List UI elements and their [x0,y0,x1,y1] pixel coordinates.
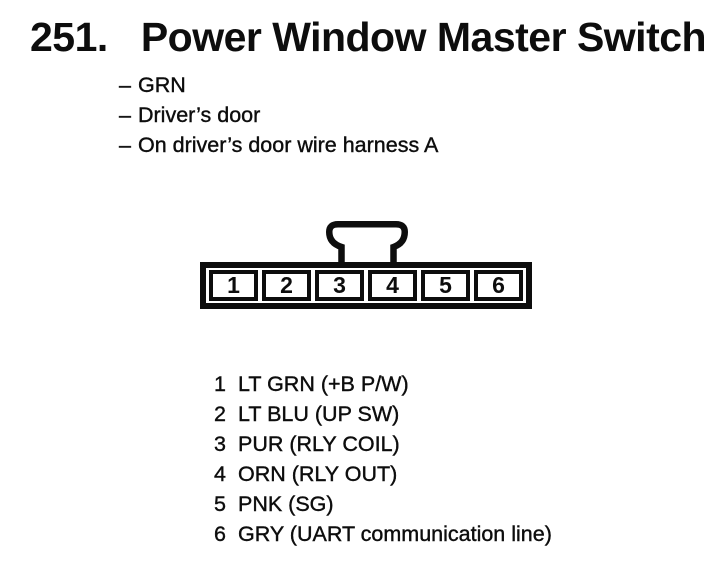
detail-item-label: On driver’s door wire harness A [138,132,439,157]
pinout-pin-number: 4 [214,461,226,486]
detail-item: – Driver’s door [119,100,438,130]
page-heading: 251. Power Window Master Switch [30,17,704,58]
detail-item-label: Driver’s door [138,102,261,127]
pinout-row: 6 GRY (UART communication line) [214,519,552,549]
pinout-pin-number: 2 [214,401,226,426]
pin-number: 6 [492,272,505,298]
detail-item: – GRN [119,70,438,100]
pinout-wire-description: PUR (RLY COIL) [238,431,400,456]
pinout-wire-description: PNK (SG) [238,491,334,516]
connector-pin-cell-3: 3 [315,270,364,301]
connector-pin-cell-1: 1 [209,270,258,301]
pinout-pin-number: 5 [214,491,226,516]
detail-item-label: GRN [138,72,186,97]
dash-icon: – [119,132,131,157]
pinout-row: 1 LT GRN (+B P/W) [214,369,552,399]
pinout-row: 2 LT BLU (UP SW) [214,399,552,429]
connector-pin-cell-5: 5 [421,270,470,301]
pinout-table: 1 LT GRN (+B P/W) 2 LT BLU (UP SW) 3 PUR… [214,369,552,549]
pinout-row: 4 ORN (RLY OUT) [214,459,552,489]
pinout-wire-description: ORN (RLY OUT) [238,461,398,486]
connector-pin-cell-4: 4 [368,270,417,301]
pinout-row: 3 PUR (RLY COIL) [214,429,552,459]
connector-latch-icon [325,221,409,269]
pinout-pin-number: 3 [214,431,226,456]
dash-icon: – [119,102,131,127]
connector-pin-cell-2: 2 [262,270,311,301]
pin-number: 2 [280,272,293,298]
pinout-row: 5 PNK (SG) [214,489,552,519]
dash-icon: – [119,72,131,97]
pinout-wire-description: LT GRN (+B P/W) [238,371,409,396]
connector-pin-cell-6: 6 [474,270,523,301]
item-number: 251. [30,14,108,60]
page-title: Power Window Master Switch [140,14,704,60]
pin-number: 5 [439,272,452,298]
pinout-wire-description: LT BLU (UP SW) [238,401,400,426]
pin-number: 4 [386,272,399,298]
pin-number: 1 [227,272,240,298]
connector-body: 1 2 3 4 5 6 [200,262,532,309]
pinout-wire-description: GRY (UART communication line) [238,521,552,546]
pin-number: 3 [333,272,346,298]
pinout-pin-number: 6 [214,521,226,546]
pinout-pin-number: 1 [214,371,226,396]
detail-item: – On driver’s door wire harness A [119,130,439,160]
detail-list: – GRN – Driver’s door – On driver’s door… [119,70,439,160]
